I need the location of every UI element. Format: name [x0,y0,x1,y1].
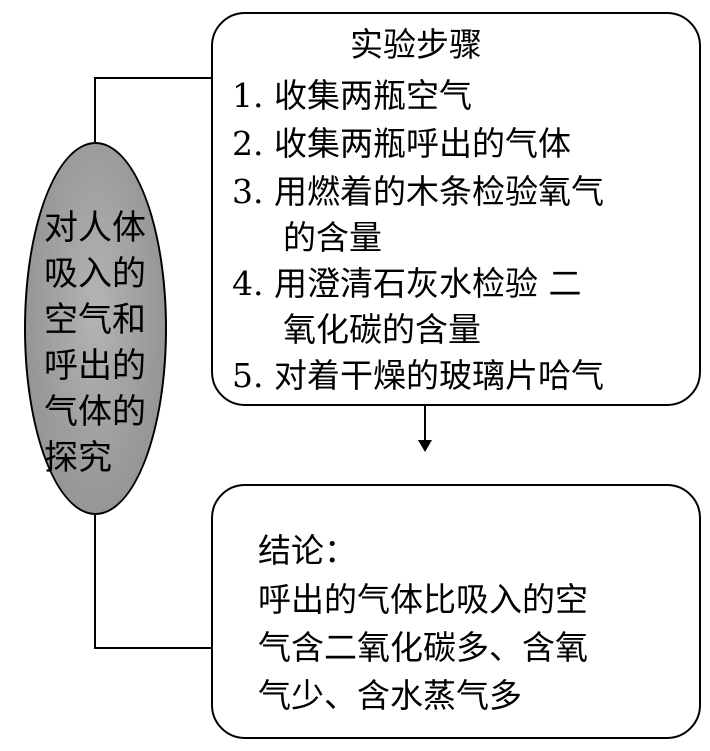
conclusion-box [211,484,701,739]
conclusion-line: 呼出的气体比吸入的空 [258,580,588,619]
step-item: 5. 对着干燥的玻璃片哈气 [232,356,604,395]
topic-line: 呼出的 [44,346,146,386]
step-item-continuation: 的含量 [283,218,382,257]
topic-line: 空气和 [44,300,146,340]
topic-oval [24,142,167,515]
step-item: 2. 收集两瓶呼出的气体 [232,124,571,163]
topic-line: 吸入的 [44,254,146,294]
step-item: 1. 收集两瓶空气 [232,76,472,115]
steps-title: 实验步骤 [350,25,482,64]
steps-box [211,12,701,406]
flow-arrow-head [418,440,432,452]
step-item: 3. 用燃着的木条检验氧气 [232,172,604,211]
step-item: 4. 用澄清石灰水检验 二 [232,264,582,303]
conclusion-line: 气含二氧化碳多、含氧 [258,628,588,667]
topic-label: 对人体 吸入的 空气和 呼出的 气体的 探究 [44,205,174,481]
connector-top [94,77,211,142]
topic-line: 探究 [44,438,112,478]
connector-bottom [94,515,211,649]
topic-line: 对人体 [44,208,146,248]
conclusion-line: 气少、含水蒸气多 [258,676,522,715]
topic-line: 气体的 [44,392,146,432]
conclusion-heading: 结论： [258,531,357,570]
step-item-continuation: 氧化碳的含量 [283,310,481,349]
